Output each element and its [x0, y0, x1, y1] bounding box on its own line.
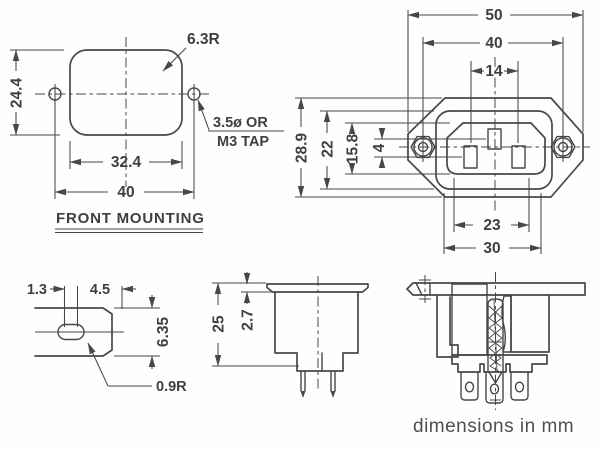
neutral-pin-slot [511, 145, 526, 169]
dim-body-width-30: 30 [443, 193, 542, 257]
flange-bar [406, 275, 586, 303]
faston-terminals [460, 371, 529, 404]
front-mounting-view: 24.4 6.3R 32.4 40 3.5ø OR M3 TAP FRONT M… [9, 31, 284, 234]
side-outline [266, 276, 369, 398]
dim-corner-radius: 6.3R [162, 31, 220, 72]
dim-label: 4.5 [90, 282, 110, 298]
dim-flange-thickness-2-7: 2.7 [240, 272, 273, 331]
dim-label: 30 [483, 240, 500, 257]
dim-cutout-width-32-4: 32.4 [69, 141, 183, 171]
mounting-channel [436, 294, 459, 358]
dim-body-height-22: 22 [320, 110, 434, 190]
dim-label: 40 [485, 35, 502, 52]
terminal-boss-band [451, 354, 548, 373]
rear-panel-view: 50 40 14 28.9 22 [294, 7, 590, 257]
hole-note-line2: M3 TAP [217, 134, 269, 150]
dim-hole-to-tip-4-5: 4.5 [90, 282, 136, 309]
dim-hole-radius-0-9r: 0.9R [87, 342, 187, 395]
hole-size-note: 3.5ø OR M3 TAP [197, 99, 284, 150]
dim-label: 25 [211, 315, 228, 333]
terminal-detail-view: 1.3 4.5 6.35 0.9R [27, 282, 187, 395]
dim-label: 50 [485, 7, 502, 24]
dim-label: 22 [320, 140, 337, 157]
mounting-cutout-outline [35, 37, 211, 187]
dim-recess-height-15-8: 15.8 [345, 122, 450, 175]
dim-pin-offset-4: 4 [371, 128, 486, 168]
dim-label: 32.4 [111, 154, 142, 171]
dim-label: 24.4 [9, 78, 26, 109]
dim-recess-width-23: 23 [453, 178, 530, 234]
dim-tab-width-6-35: 6.35 [114, 295, 172, 369]
units-caption: dimensions in mm [413, 416, 574, 437]
dim-height-24-4: 24.4 [9, 49, 64, 136]
body-block [510, 294, 550, 353]
dim-depth-25: 25 [211, 282, 299, 367]
dim-label: 0.9R [156, 379, 187, 395]
view-title: FRONT MOUNTING [55, 210, 205, 234]
dim-hole-spacing-40: 40 [422, 35, 564, 136]
dim-label: 15.8 [345, 134, 362, 165]
hole-note-line1: 3.5ø OR [213, 115, 268, 131]
terminal-outline [34, 307, 124, 357]
dim-label: 28.9 [294, 133, 311, 164]
dim-hole-spacing-40: 40 [54, 101, 195, 201]
dim-label: 6.3R [187, 31, 220, 48]
side-view: 25 2.7 [211, 272, 369, 398]
dim-hole-flat-1-3: 1.3 [27, 282, 79, 327]
dim-label: 14 [485, 63, 503, 80]
section-view: dimensions in mm [406, 272, 586, 437]
dim-label: 40 [117, 184, 134, 201]
dim-label: 4 [371, 143, 388, 152]
flange-outline [399, 57, 590, 212]
flange [266, 283, 369, 293]
terminal-hole [57, 323, 85, 341]
c14-recess-outline [446, 122, 546, 175]
dim-flange-height-28-9: 28.9 [294, 97, 442, 198]
dim-label: 23 [483, 217, 501, 234]
dim-pin-spacing-14: 14 [470, 61, 519, 143]
line-pin-slot [463, 145, 478, 169]
front-mounting-label: FRONT MOUNTING [56, 210, 205, 227]
dim-label: 1.3 [27, 282, 47, 298]
dim-flange-width-50: 50 [407, 7, 584, 132]
pins [300, 370, 336, 398]
dim-label: 6.35 [155, 317, 172, 348]
dim-label: 2.7 [240, 309, 257, 331]
